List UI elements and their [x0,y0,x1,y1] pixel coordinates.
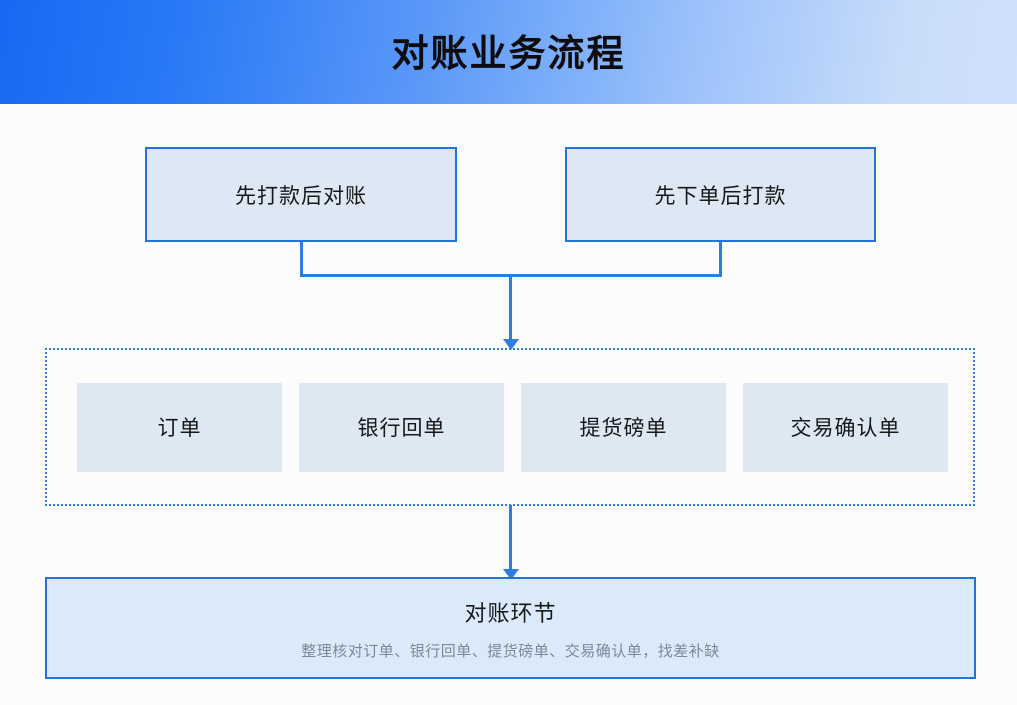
document-chip-pickup-weighbill[interactable]: 提货磅单 [521,382,726,472]
flowchart-canvas: 先打款后对账 先下单后打款 订单 银行回单 提货磅单 交易确认单 对账环节 整理… [0,104,1017,705]
document-chip-trade-confirmation[interactable]: 交易确认单 [743,382,948,472]
document-group: 订单 银行回单 提货磅单 交易确认单 [45,348,975,506]
document-chip-label: 提货磅单 [579,417,668,440]
reconcile-stage-box[interactable]: 对账环节 整理核对订单、银行回单、提货磅单、交易确认单，找差补缺 [45,577,976,679]
page-header: 对账业务流程 [0,0,1017,104]
document-chip-label: 银行回单 [357,417,446,440]
branch-box-label: 先打款后对账 [235,184,367,208]
document-chip-order[interactable]: 订单 [77,382,282,472]
branch-box-label: 先下单后打款 [654,184,787,208]
document-chip-label: 订单 [157,417,202,440]
arrow-down-icon [503,339,519,350]
connector-stub-right [719,242,722,277]
connector-trunk-lower [509,505,512,575]
connector-stub-left [300,242,303,277]
connector-trunk-upper [509,274,512,342]
document-chip-label: 交易确认单 [790,417,901,440]
page-title: 对账业务流程 [391,32,626,74]
branch-box-pay-first[interactable]: 先打款后对账 [145,147,457,242]
branch-box-order-first[interactable]: 先下单后打款 [565,147,876,242]
document-chip-bank-receipt[interactable]: 银行回单 [299,382,504,472]
arrow-down-icon [503,569,519,580]
reconcile-subtitle: 整理核对订单、银行回单、提货磅单、交易确认单，找差补缺 [301,642,720,660]
reconcile-title: 对账环节 [464,600,557,626]
